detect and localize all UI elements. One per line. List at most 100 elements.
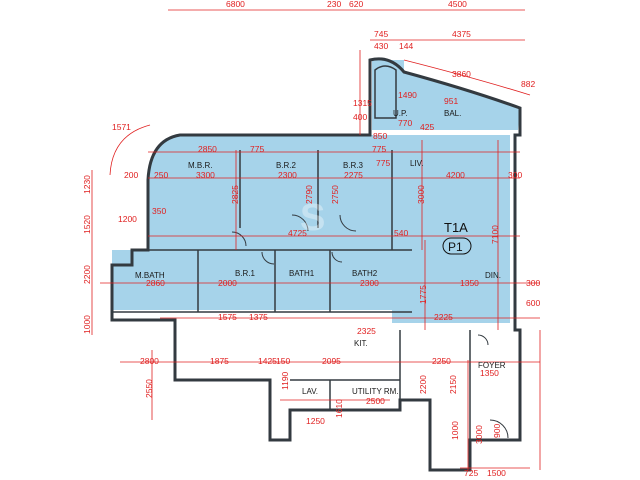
label-liv: LIV.	[410, 159, 424, 168]
dim-h-2095: 2095	[322, 356, 341, 366]
dim-top-620: 620	[349, 0, 363, 9]
label-foyer: FOYER	[478, 361, 506, 370]
door-foyer	[477, 334, 489, 346]
dim-top-3860: 3860	[452, 69, 471, 79]
dim-top-4500: 4500	[448, 0, 467, 9]
dim-h-2850: 2850	[198, 144, 217, 154]
dim-h-850: 850	[373, 131, 387, 141]
dim-h-2225: 2225	[434, 312, 453, 322]
dim-h-775-a: 775	[250, 144, 264, 154]
dim-h-4200: 4200	[446, 170, 465, 180]
dim-h-2500: 2500	[366, 396, 385, 406]
dim-v-2750: 2750	[330, 185, 340, 204]
dim-arc-balcony	[403, 59, 531, 96]
dim-h-2860: 2860	[146, 278, 165, 288]
door-entry	[489, 419, 509, 439]
dimension-lines	[91, 9, 541, 470]
dim-v-1610: 1610	[334, 399, 344, 418]
dim-h-600: 600	[526, 298, 540, 308]
watermark-text: S	[300, 197, 325, 239]
dim-v-1315: 1315	[353, 98, 372, 108]
label-br3: B.R.3	[343, 161, 364, 170]
label-bal: BAL.	[444, 109, 461, 118]
dim-h-1350: 1350	[460, 278, 479, 288]
dim-h-2000: 2000	[218, 278, 237, 288]
dim-top-430: 430	[374, 41, 388, 51]
dim-h-2800: 2800	[140, 356, 159, 366]
dim-h-4725: 4725	[288, 228, 307, 238]
door-br2	[291, 214, 309, 232]
dim-v-770: 770	[398, 118, 412, 128]
dim-v-1000: 1000	[82, 315, 92, 334]
dim-v-2825: 2825	[230, 185, 240, 204]
watermark: S	[300, 197, 325, 239]
mbr-fill	[148, 135, 392, 250]
dim-h-300-b: 300	[526, 278, 540, 288]
dim-v-2200: 2200	[82, 265, 92, 284]
dim-v-425: 425	[420, 122, 434, 132]
dim-h-2275: 2275	[344, 170, 363, 180]
dim-v-2200-b: 2200	[418, 375, 428, 394]
unit-badge: P1	[448, 240, 463, 254]
room-fills	[112, 60, 520, 323]
dim-v-400: 400	[353, 112, 367, 122]
dim-h-1250: 1250	[306, 416, 325, 426]
dim-h-2325: 2325	[357, 326, 376, 336]
dim-h-2300: 2300	[278, 170, 297, 180]
unit-tag: T1A P1	[442, 220, 472, 255]
dim-top-6800: 6800	[226, 0, 245, 9]
dim-v-3000: 3000	[416, 185, 426, 204]
dim-h-1575: 1575	[218, 312, 237, 322]
dim-h-1875: 1875	[210, 356, 229, 366]
dim-top-144: 144	[399, 41, 413, 51]
dimension-texts: 6800 230 620 4500 745 4375 430 144 3860 …	[82, 0, 540, 478]
dim-v-1190: 1190	[280, 371, 290, 390]
label-mbr: M.B.R.	[188, 161, 212, 170]
dim-h-200-a: 200	[124, 170, 138, 180]
dim-h-1350-b: 1350	[480, 368, 499, 378]
dim-top-745: 745	[374, 29, 388, 39]
dim-v-1775: 1775	[418, 285, 428, 304]
label-br1: B.R.1	[235, 269, 256, 278]
label-lav: LAV.	[302, 387, 318, 396]
label-mbath: M.BATH	[135, 271, 165, 280]
dim-h-250: 250	[154, 170, 168, 180]
door-bath2	[331, 251, 343, 263]
dim-v-7100: 7100	[490, 225, 500, 244]
dim-h-900: 900	[492, 424, 502, 438]
dim-h-1375: 1375	[249, 312, 268, 322]
unit-name: T1A	[444, 220, 468, 235]
dim-v-1490: 1490	[398, 90, 417, 100]
balcony-screen	[374, 65, 397, 119]
label-utility: UTILITY RM.	[352, 387, 399, 396]
dim-top-951: 951	[444, 96, 458, 106]
dim-top-882: 882	[521, 79, 535, 89]
dim-side-1571: 1571	[112, 122, 131, 132]
label-bath2: BATH2	[352, 269, 378, 278]
dim-v-2550: 2550	[144, 379, 154, 398]
dim-top-4375: 4375	[452, 29, 471, 39]
label-up: U.P.	[393, 109, 408, 118]
dim-h-300-a: 300	[508, 170, 522, 180]
balcony-fill	[404, 72, 520, 130]
walls	[110, 57, 522, 472]
dim-v-2150: 2150	[448, 375, 458, 394]
dim-arc-left	[109, 124, 151, 176]
label-bath1: BATH1	[289, 269, 315, 278]
dim-v-1000-b: 1000	[450, 421, 460, 440]
door-br3	[339, 214, 357, 232]
dim-h-775-b: 775	[372, 144, 386, 154]
dim-v-2790: 2790	[304, 185, 314, 204]
label-br2: B.R.2	[276, 161, 297, 170]
dim-h-2300-b: 2300	[360, 278, 379, 288]
dim-h-1500: 1500	[487, 468, 506, 478]
dim-v-1520: 1520	[82, 215, 92, 234]
dim-h-350: 350	[152, 206, 166, 216]
label-kit: KIT.	[354, 339, 368, 348]
room-labels: M.B.R. B.R.2 B.R.3 B.R.1 LIV. DIN. BAL. …	[135, 109, 506, 396]
outer-wall	[110, 57, 522, 472]
dim-h-3300: 3300	[196, 170, 215, 180]
dim-v-3000-b: 3000	[474, 425, 484, 444]
dim-h-1200: 1200	[118, 214, 137, 224]
